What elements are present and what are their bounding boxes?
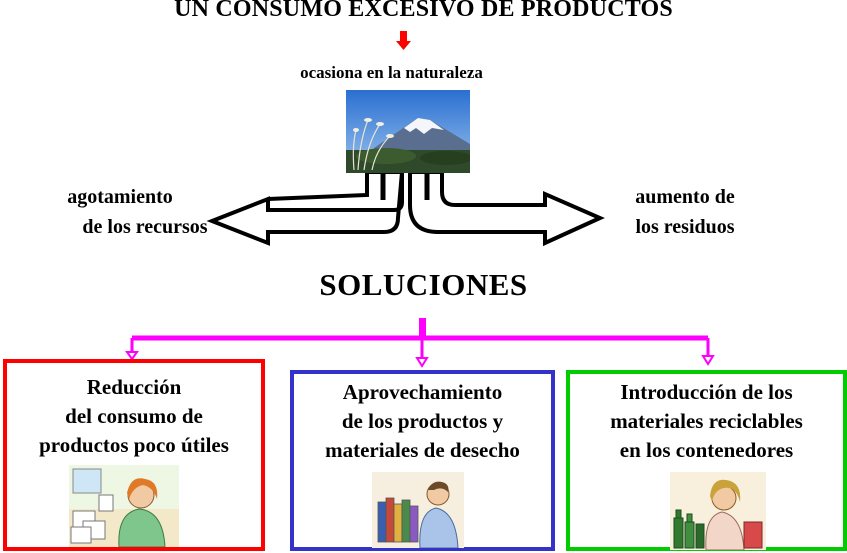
mountain-landscape-image bbox=[346, 90, 470, 173]
left-effect-label: agotamiento de los recursos bbox=[40, 182, 207, 242]
solution-reuse-box: Aprovechamiento de los productos y mater… bbox=[290, 370, 555, 551]
solutions-connector bbox=[130, 318, 710, 358]
woman-recycling-bottles-image bbox=[670, 472, 766, 550]
solutions-heading: SOLUCIONES bbox=[319, 267, 528, 302]
down-arrow-icon bbox=[396, 31, 411, 50]
solution-line: Reducción bbox=[86, 375, 182, 399]
right-effect-line: los residuos bbox=[635, 216, 735, 238]
solution-line: en los contenedores bbox=[619, 438, 794, 462]
solution-recycle-text: Introducción de los materiales reciclabl… bbox=[570, 378, 843, 465]
right-arrow-icon bbox=[408, 170, 605, 247]
solution-reuse-text: Aprovechamiento de los productos y mater… bbox=[294, 378, 551, 465]
left-arrow-icon bbox=[206, 170, 404, 246]
right-effect-label: aumento de los residuos bbox=[610, 182, 760, 242]
solution-line: del consumo de bbox=[65, 404, 203, 428]
solution-line: productos poco útiles bbox=[39, 433, 229, 457]
solution-recycle-box: Introducción de los materiales reciclabl… bbox=[566, 370, 847, 551]
right-effect-line: aumento de bbox=[635, 186, 735, 208]
solution-line: de los productos y bbox=[341, 409, 504, 433]
connector-arrowhead-icon bbox=[125, 351, 715, 368]
solution-line: Aprovechamiento bbox=[342, 380, 503, 404]
solution-line: Introducción de los bbox=[620, 380, 793, 404]
solution-line: materiales de desecho bbox=[325, 438, 520, 462]
left-effect-line: de los recursos bbox=[82, 216, 208, 238]
left-effect-line: agotamiento bbox=[67, 186, 173, 208]
solution-line: materiales reciclables bbox=[610, 409, 803, 433]
solution-reduction-box: Reducción del consumo de productos poco … bbox=[3, 359, 265, 551]
subtitle: ocasiona en la naturaleza bbox=[300, 63, 483, 82]
diagram-title: UN CONSUMO EXCESIVO DE PRODUCTOS bbox=[174, 0, 673, 22]
woman-with-boxes-image bbox=[69, 465, 179, 547]
solution-reduction-text: Reducción del consumo de productos poco … bbox=[7, 373, 261, 460]
man-sorting-books-image bbox=[372, 472, 464, 548]
